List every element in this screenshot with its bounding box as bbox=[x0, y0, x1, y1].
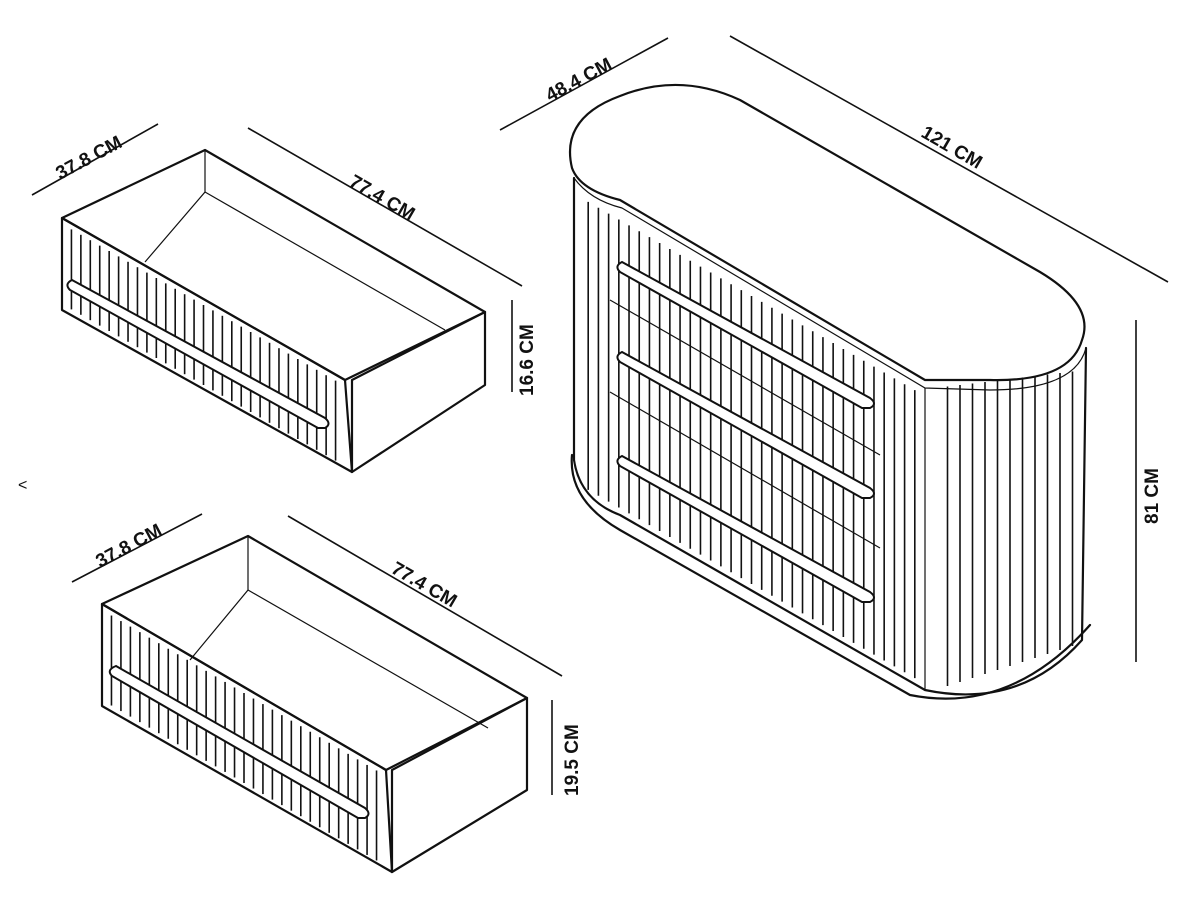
chest-width-line bbox=[729, 35, 1169, 283]
drawer-bottom-front bbox=[100, 602, 394, 874]
chest-handle-3 bbox=[616, 454, 875, 603]
chest-handle-2 bbox=[616, 350, 875, 499]
chest-depth-label: 48.4 CM bbox=[542, 54, 615, 106]
drawer-top-handle bbox=[66, 278, 330, 429]
drawer-top: 37.8 CM 77.4 CM 16.6 CM bbox=[31, 123, 538, 474]
drawer-bottom-handle bbox=[108, 664, 370, 819]
drawer-bottom-width-label: 77.4 CM bbox=[388, 558, 461, 612]
chest-top-surface bbox=[568, 83, 1086, 382]
drawer-top-side bbox=[350, 310, 487, 474]
chest-drawer-separator-1 bbox=[609, 299, 881, 456]
drawer-top-inner-left bbox=[144, 150, 206, 263]
drawer-top-width-label: 77.4 CM bbox=[346, 171, 419, 225]
stray-mark: < bbox=[18, 477, 27, 494]
drawer-bottom-depth-line bbox=[71, 513, 203, 583]
chest-top-edge bbox=[573, 177, 1087, 391]
drawer-top-slats bbox=[70, 229, 337, 461]
drawer-top-depth-line bbox=[31, 123, 159, 196]
drawer-top-height-label: 16.6 CM bbox=[517, 324, 538, 396]
chest-drawer-separator-2 bbox=[609, 391, 881, 549]
drawer-top-inner-back bbox=[204, 191, 446, 331]
drawer-bottom-side bbox=[390, 696, 529, 874]
drawer-top-front bbox=[60, 216, 354, 474]
chest: 48.4 CM 121 CM 81 CM bbox=[499, 35, 1169, 700]
drawer-bottom-inner-left bbox=[189, 536, 249, 661]
drawer-bottom: 37.8 CM 77.4 CM 19.5 CM bbox=[71, 513, 583, 874]
drawer-bottom-depth-label: 37.8 CM bbox=[92, 520, 165, 572]
drawer-bottom-width-line bbox=[287, 515, 563, 677]
drawer-top-width-line bbox=[247, 127, 523, 287]
chest-handle-1 bbox=[616, 260, 875, 409]
chest-height-label: 81 CM bbox=[1142, 468, 1163, 524]
chest-plinth bbox=[570, 453, 1092, 700]
drawer-bottom-height-label: 19.5 CM bbox=[562, 724, 583, 796]
drawer-bottom-rim bbox=[100, 534, 529, 772]
drawer-bottom-inner-back bbox=[247, 589, 489, 729]
chest-depth-line bbox=[499, 37, 669, 131]
chest-slats bbox=[587, 201, 1074, 686]
drawer-top-depth-label: 37.8 CM bbox=[52, 132, 125, 184]
chest-body-outline bbox=[572, 176, 1088, 696]
